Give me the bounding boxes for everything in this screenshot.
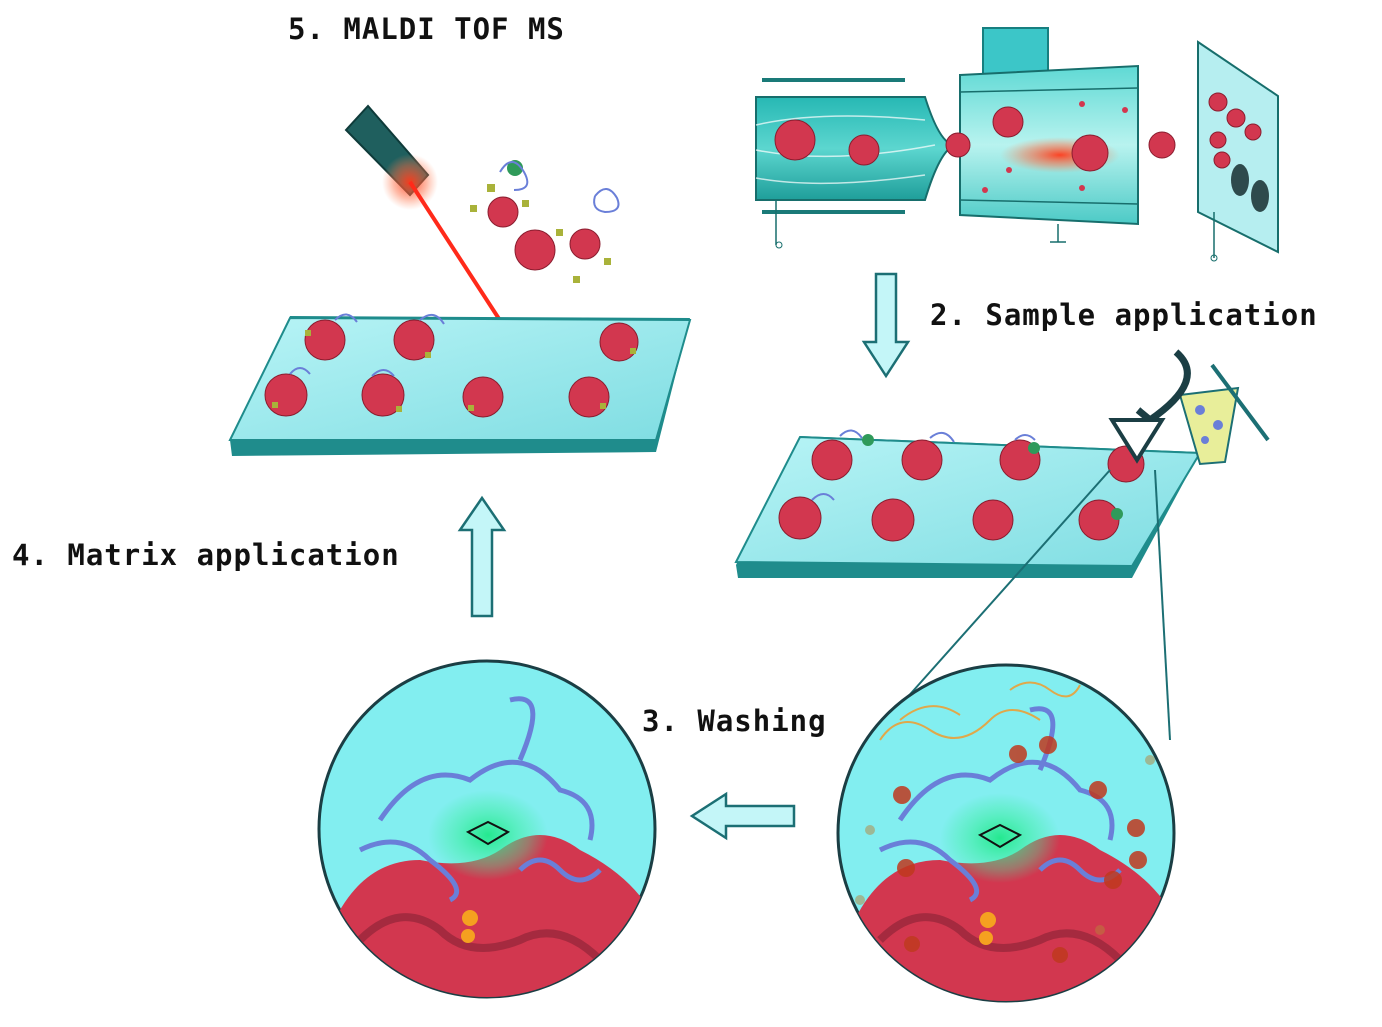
sample-tip (1108, 349, 1270, 466)
sample-plate (734, 429, 1202, 741)
zoom-circle-sample (836, 663, 1176, 1003)
maldi-target-plate (228, 313, 692, 456)
step-label-washing: 3. Washing (642, 704, 827, 738)
desorbed-ions (470, 160, 620, 283)
arrow-up-matrix (457, 495, 507, 618)
arrow-left-washing (689, 791, 796, 841)
step-label-sample-application: 2. Sample application (930, 298, 1318, 332)
step-label-maldi-tof-ms: 5. MALDI TOF MS (288, 12, 565, 46)
arrow-down-sample (861, 272, 911, 379)
maldi-tof-instrument (755, 27, 1279, 262)
zoom-circle-washed (317, 659, 657, 999)
step-label-matrix-application: 4. Matrix application (12, 538, 400, 572)
sample-spots (264, 313, 639, 418)
